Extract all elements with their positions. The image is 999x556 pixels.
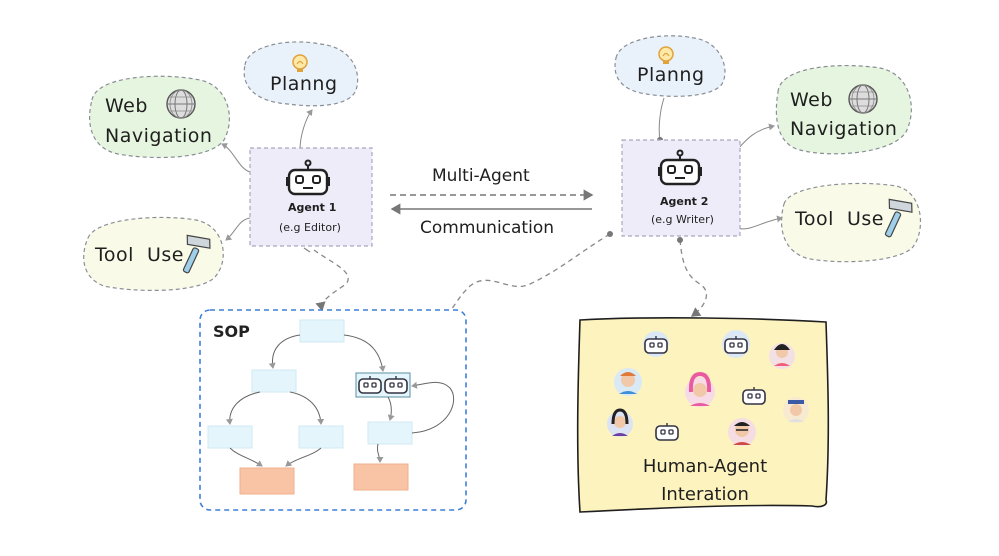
web-navigation-bubble-right (775, 64, 912, 155)
planning-bubble-right (614, 35, 726, 97)
connector-planning-left (299, 109, 313, 151)
connector-tool-left (225, 217, 251, 241)
connector-web-left (221, 143, 251, 173)
planning-bubble-left (243, 41, 359, 107)
connector-tool-right (736, 215, 783, 230)
agent2-to-interaction-link (679, 239, 708, 317)
sop-panel (199, 309, 467, 511)
agent1-to-sop-link (313, 249, 349, 312)
sop-flowchart (207, 319, 455, 495)
human-agent-panel (576, 317, 830, 513)
sop-title: SOP (213, 322, 250, 341)
globe-icon (166, 89, 196, 119)
agent1-link-head (303, 247, 311, 253)
communication-label-top: Multi-Agent (432, 166, 530, 186)
agent-1-role: (e.g Editor) (279, 221, 341, 234)
agent-2-name: Agent 2 (660, 195, 709, 208)
web-navigation-bubble-left (89, 75, 230, 159)
web-label-right: Web (790, 89, 833, 111)
agent-2-role: (e.g Writer) (651, 213, 714, 226)
navigation-label-left: Navigation (105, 125, 213, 147)
globe-icon (848, 84, 878, 114)
navigation-label-right: Navigation (790, 118, 898, 140)
agent-1-name: Agent 1 (288, 201, 337, 214)
interaction-label-line1: Human-Agent (642, 456, 768, 477)
interaction-label-line2: Interation (661, 484, 749, 505)
web-label-left: Web (105, 95, 148, 117)
connector-planning-right (658, 97, 665, 141)
participants (607, 330, 809, 446)
connector-web-right (736, 123, 775, 151)
agent2-to-sop-link (431, 233, 611, 335)
planning-label-left: Planng (270, 73, 338, 95)
tool-use-label-right: Tool Use (795, 208, 884, 230)
tool-use-label-left: Tool Use (95, 244, 184, 266)
planning-label-right: Planng (637, 64, 705, 86)
tool-use-bubble-right (780, 182, 922, 263)
communication-label-bottom: Communication (420, 218, 554, 238)
